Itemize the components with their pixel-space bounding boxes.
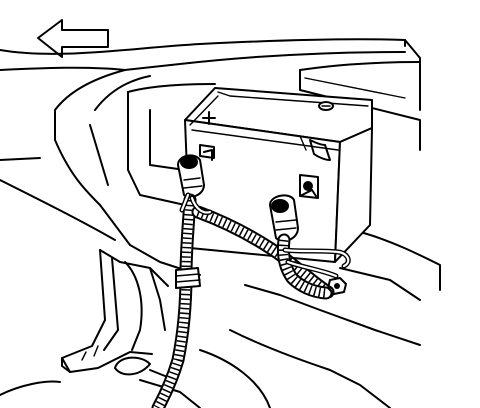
battery-tray-bracket: [0, 249, 201, 408]
vehicle-body: [0, 38, 441, 408]
positive-cable-harness: [151, 193, 201, 408]
ground-wires: [282, 247, 351, 295]
plus-icon: [202, 111, 216, 125]
arrow-left-icon: [37, 19, 109, 58]
positive-lead: [179, 192, 213, 215]
cross-harness: [191, 205, 335, 299]
negative-cable: [276, 233, 333, 300]
